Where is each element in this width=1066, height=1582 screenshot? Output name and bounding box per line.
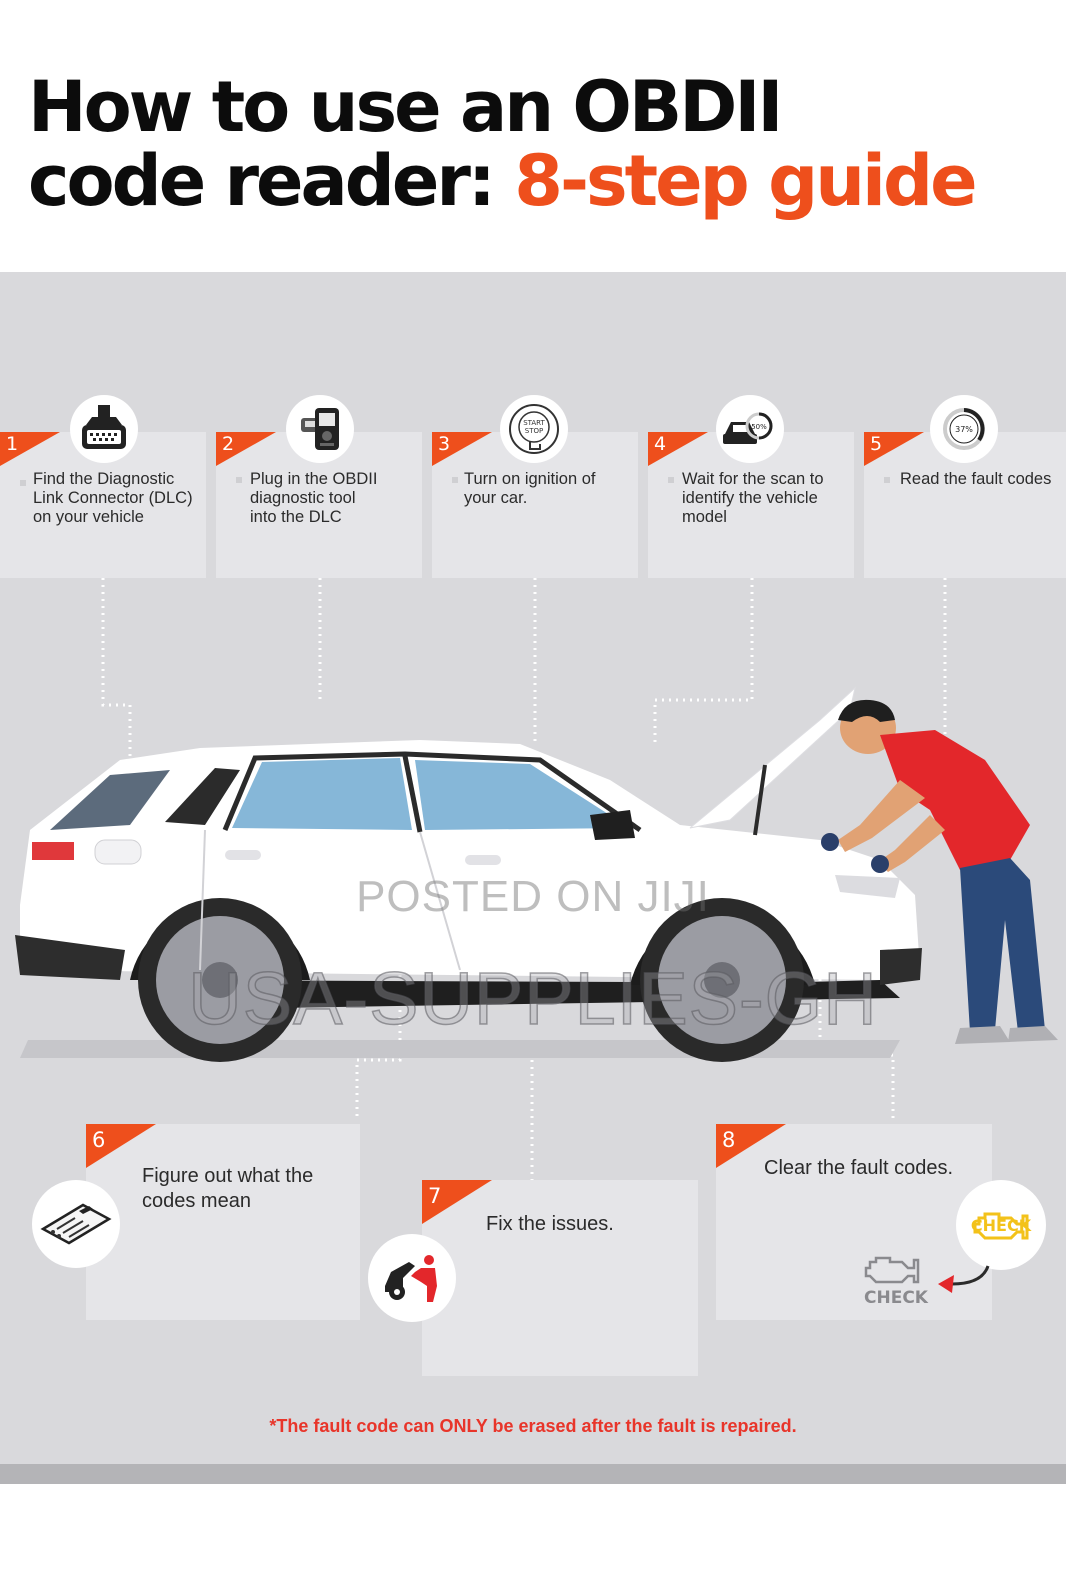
arrow-icon (938, 1265, 990, 1293)
step-badge-4 (648, 432, 708, 466)
step-text-6: Figure out what the codes mean (142, 1165, 314, 1212)
step-card-8: 8 Clear the fault codes. (716, 1124, 992, 1320)
bottom-divider (0, 1464, 1066, 1484)
bullet (236, 477, 242, 483)
check-engine-icon: CHECK (956, 1180, 1046, 1270)
step-number-7: 7 (428, 1184, 442, 1208)
step-badge-7 (422, 1180, 492, 1224)
header: How to use an OBDII code reader: 8-step … (0, 0, 1066, 272)
step-number-4: 4 (654, 433, 667, 455)
step-text-7: Fix the issues. (486, 1213, 614, 1235)
step-card-4: 4 Wait for the scan to identify the vehi… (648, 432, 854, 578)
step-badge-6 (86, 1124, 156, 1168)
check-label-lit: CHECK (970, 1215, 1032, 1235)
step-badge-5 (864, 432, 924, 466)
car-scan-progress-icon: 50% (716, 395, 784, 463)
step-number-8: 8 (722, 1128, 736, 1152)
title-line-2: code reader: (28, 140, 515, 222)
bullet (452, 477, 458, 483)
title-accent: 8-step guide (514, 140, 977, 222)
step-text-1: Find the Diagnostic Link Connector (DLC)… (33, 470, 193, 526)
car-illustration (15, 686, 1058, 1062)
step-card-6: 6 Figure out what the codes mean (86, 1124, 360, 1320)
stop-label: STOP (525, 427, 543, 435)
step-text-3: Turn on ignition of your car. (464, 470, 596, 507)
mechanic-icon (368, 1234, 456, 1322)
step-card-7: 7 Fix the issues. (422, 1180, 698, 1376)
step-badge-1 (0, 432, 60, 466)
step-number-2: 2 (222, 433, 235, 455)
footnote: *The fault code can ONLY be erased after… (269, 1416, 797, 1436)
clipboard-icon (32, 1180, 120, 1268)
check-label-unlit: CHECK (864, 1288, 928, 1308)
obd-connector-icon (70, 395, 138, 463)
title-line-1: How to use an OBDII (28, 66, 783, 148)
step-number-3: 3 (438, 433, 451, 455)
step-badge-3 (432, 432, 492, 466)
start-stop-button-icon: START STOP (500, 395, 568, 463)
progress-ring-icon: 37% (930, 395, 998, 463)
progress-percent: 37% (955, 425, 973, 434)
step-text-8: Clear the fault codes. (764, 1157, 953, 1179)
bullet (884, 477, 890, 483)
bullet (20, 480, 26, 486)
page-title: How to use an OBDII code reader: 8-step … (28, 70, 978, 218)
engine-off-icon (864, 1256, 920, 1284)
step-text-2: Plug in the OBDII diagnostic tool into t… (250, 470, 378, 526)
step-number-5: 5 (870, 433, 883, 455)
bullet (668, 477, 674, 483)
step-text-5: Read the fault codes (900, 470, 1052, 488)
start-label: START (523, 419, 545, 427)
step-number-1: 1 (6, 433, 19, 455)
step-badge-2 (216, 432, 276, 466)
step-number-6: 6 (92, 1128, 106, 1152)
step-text-4: Wait for the scan to identify the vehicl… (682, 470, 824, 526)
step-badge-8 (716, 1124, 786, 1168)
scan-tool-icon (286, 395, 354, 463)
scan-percent: 50% (751, 423, 767, 431)
